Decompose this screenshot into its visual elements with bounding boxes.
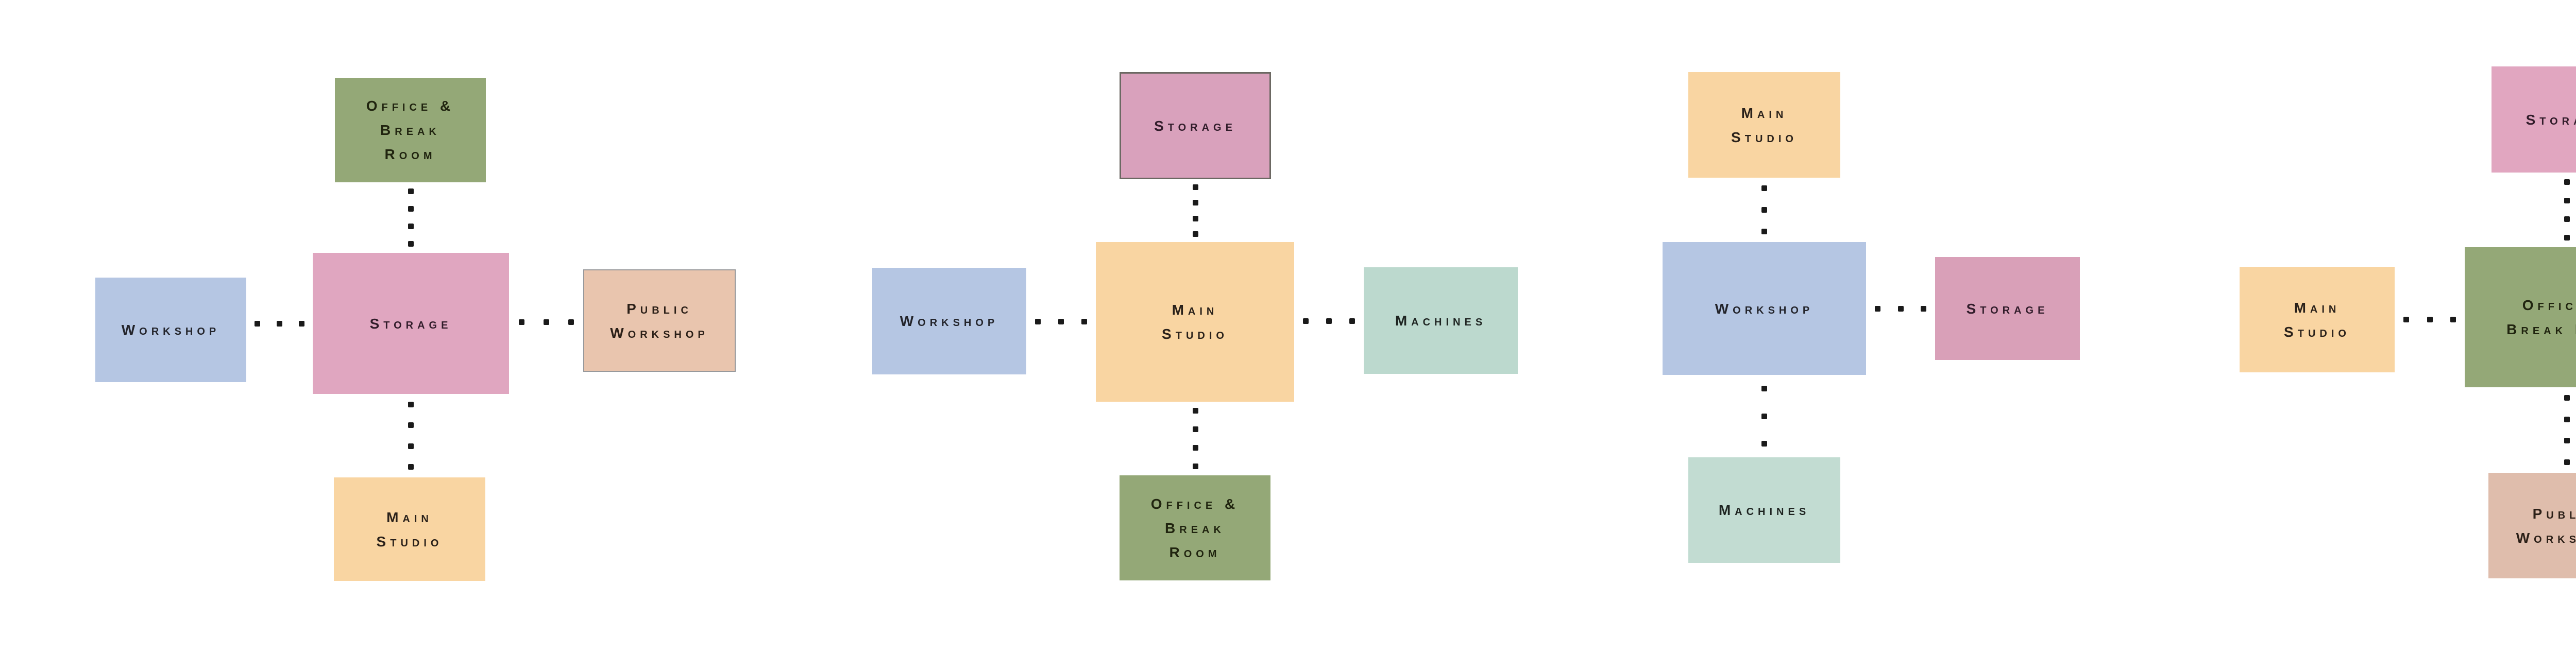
connector-dot <box>1897 305 1904 312</box>
connector-dot <box>277 320 282 327</box>
connector-dot <box>1326 318 1332 324</box>
connector-dot <box>1192 200 1198 206</box>
connector-dot <box>1761 413 1767 419</box>
connector-dot <box>1761 440 1767 447</box>
room-box-cluster-3-storage: Storage <box>1935 257 2080 360</box>
connector-dot <box>2564 197 2570 203</box>
connector-dot <box>568 319 574 325</box>
room-label-main-studio: Main Studio <box>2284 299 2350 340</box>
room-box-cluster-4-public-workshop: Public Workshop <box>2488 473 2576 578</box>
connector-dot <box>1874 305 1880 312</box>
room-label-office-break-room: Office & Break Room <box>1150 495 1240 560</box>
connector-dot <box>408 188 414 194</box>
connector-dot <box>2564 438 2570 444</box>
connector-dot <box>408 422 414 428</box>
connector-dot <box>299 320 304 327</box>
room-label-storage: Storage <box>1966 300 2049 317</box>
room-label-machines: Machines <box>1395 313 1487 329</box>
connector-dot <box>2564 235 2570 241</box>
room-label-storage: Storage <box>2526 111 2576 128</box>
connector-dot <box>1192 215 1198 221</box>
connector-dot <box>1192 426 1198 433</box>
connector-dot <box>255 320 260 327</box>
connector-dot <box>1192 184 1198 190</box>
connector-dot <box>2564 216 2570 222</box>
connector-dot <box>1192 408 1198 414</box>
room-label-office-break-room: Office & Break Room <box>2506 297 2576 337</box>
connector-dot <box>408 241 414 247</box>
connector-dot <box>1921 305 1927 312</box>
room-box-cluster-3-workshop: Workshop <box>1663 242 1866 375</box>
room-label-office-break-room: Office & Break Room <box>366 98 455 162</box>
connector-dot <box>2427 316 2433 322</box>
connector-dot <box>2564 179 2570 185</box>
room-box-cluster-2-main-studio: Main Studio <box>1096 242 1294 402</box>
connector-dot <box>1761 386 1767 392</box>
room-label-main-studio: Main Studio <box>1162 302 1228 342</box>
connector-dot <box>408 224 414 230</box>
room-box-cluster-3-main-studio: Main Studio <box>1688 72 1840 178</box>
connector-dot <box>1058 318 1064 324</box>
room-label-workshop: Workshop <box>1715 300 1814 317</box>
connector-dot <box>408 464 414 470</box>
connector-dot <box>1081 318 1087 324</box>
room-box-cluster-1-public-workshop: Public Workshop <box>583 269 736 372</box>
room-box-cluster-1-office-break-room: Office & Break Room <box>335 78 486 182</box>
room-label-main-studio: Main Studio <box>376 509 443 550</box>
room-box-cluster-1-workshop: Workshop <box>95 278 246 382</box>
connector-dot <box>408 401 414 407</box>
connector-dot <box>2564 416 2570 422</box>
room-box-cluster-1-main-studio: Main Studio <box>334 477 485 581</box>
connector-dot <box>518 319 524 325</box>
connector-dot <box>2403 316 2410 322</box>
connector-dot <box>2564 395 2570 401</box>
room-box-cluster-2-workshop: Workshop <box>872 268 1026 374</box>
room-box-cluster-4-storage: Storage <box>2492 66 2576 173</box>
room-label-main-studio: Main Studio <box>1731 105 1798 145</box>
room-box-cluster-2-office-break-room: Office & Break Room <box>1120 475 1270 580</box>
connector-dot <box>1349 318 1355 324</box>
connector-dot <box>1303 318 1309 324</box>
room-label-workshop: Workshop <box>900 313 999 329</box>
connector-dot <box>1192 463 1198 469</box>
room-box-cluster-2-storage: Storage <box>1120 72 1271 179</box>
room-label-public-workshop: Public Workshop <box>2516 505 2576 546</box>
connector-dot <box>2564 459 2570 465</box>
room-box-cluster-1-storage: Storage <box>313 253 509 394</box>
connector-dot <box>543 319 549 325</box>
connector-dot <box>408 205 414 212</box>
room-label-machines: Machines <box>1718 502 1810 518</box>
room-label-public-workshop: Public Workshop <box>610 300 709 341</box>
connector-dot <box>1761 207 1767 213</box>
room-box-cluster-4-office-break-room: Office & Break Room <box>2465 247 2576 387</box>
room-box-cluster-4-main-studio: Main Studio <box>2240 267 2395 372</box>
connector-dot <box>408 443 414 449</box>
connector-dot <box>1192 444 1198 451</box>
room-label-workshop: Workshop <box>121 322 221 338</box>
room-label-storage: Storage <box>1154 117 1236 134</box>
connector-dot <box>1192 231 1198 237</box>
room-box-cluster-2-machines: Machines <box>1364 267 1518 374</box>
connector-dot <box>2450 316 2456 322</box>
connector-dot <box>1035 318 1041 324</box>
connector-dot <box>1761 185 1767 192</box>
room-box-cluster-3-machines: Machines <box>1688 457 1840 563</box>
connector-dot <box>1761 228 1767 234</box>
room-label-storage: Storage <box>369 315 452 332</box>
